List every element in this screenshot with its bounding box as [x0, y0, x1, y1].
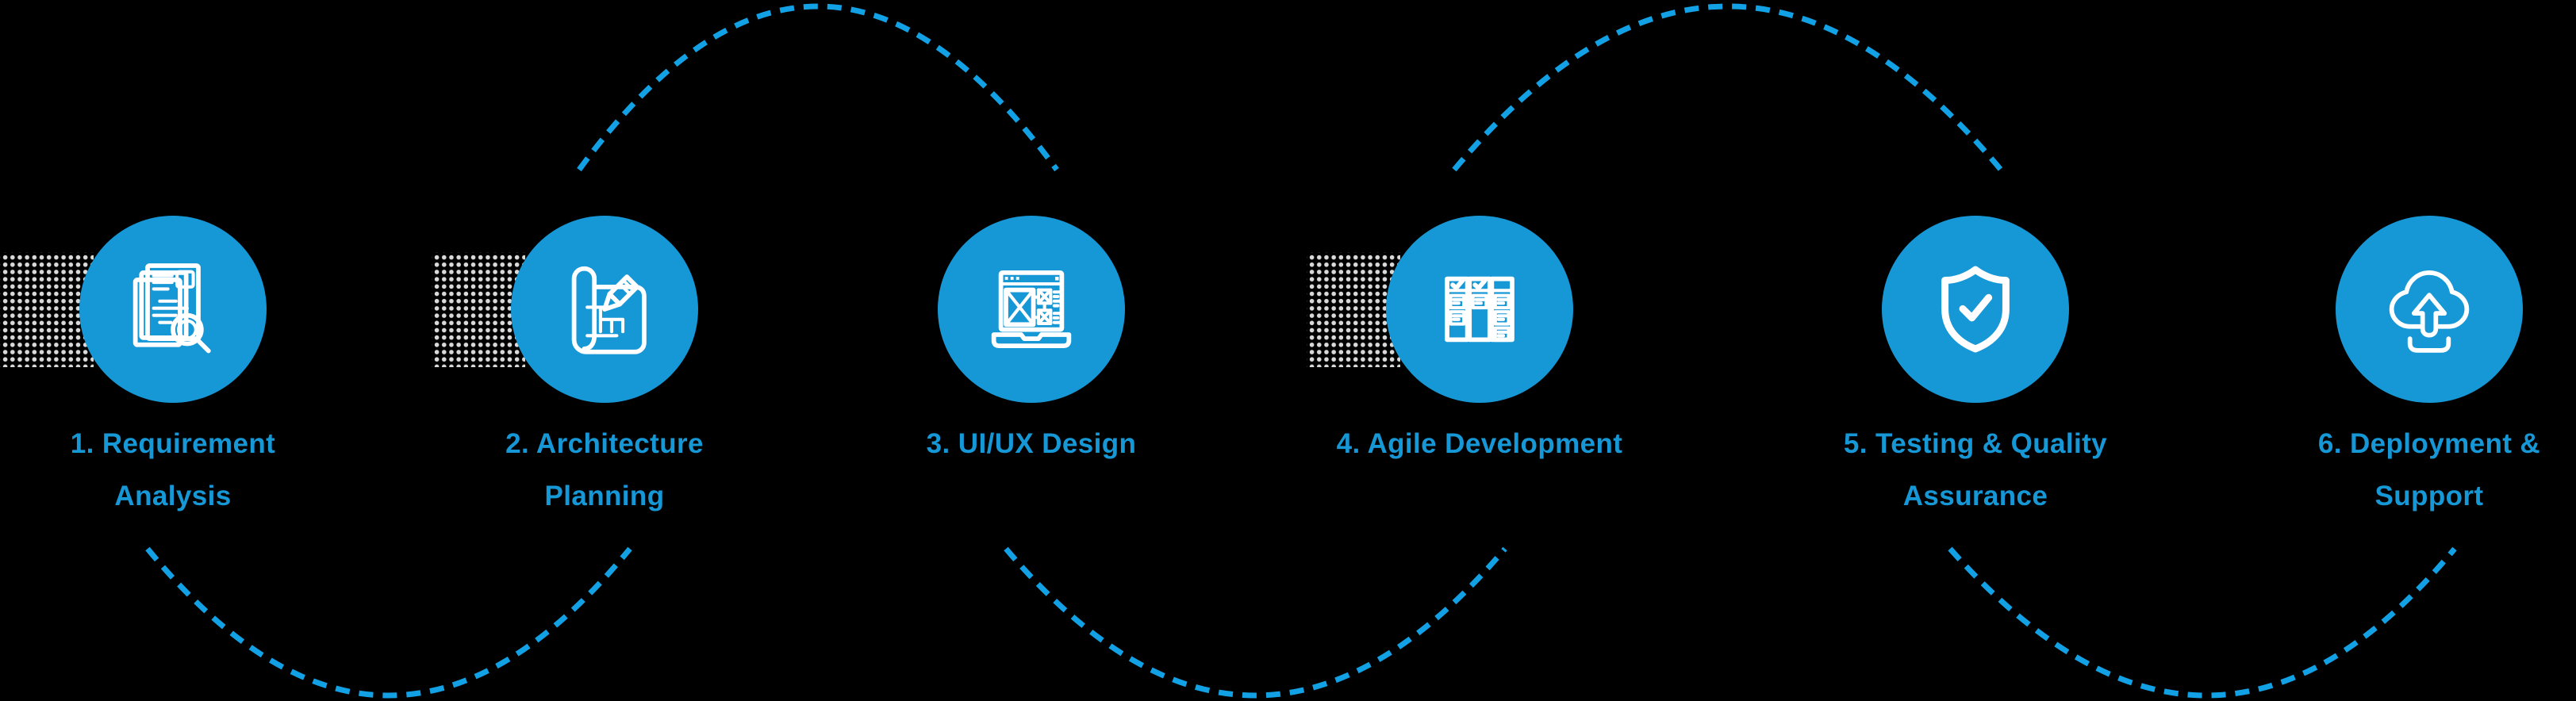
step-3-circle [938, 216, 1125, 403]
step-1-circle [79, 216, 267, 403]
connector-arc-1-2-below [145, 546, 632, 699]
step-2-label: 2. Architecture Planning [406, 418, 803, 523]
step-5-label-line-2: Assurance [1902, 481, 2048, 511]
step-1-label-line-1: 1. Requirement [70, 428, 276, 459]
step-5-label-line-1: 5. Testing & Quality [1843, 428, 2108, 459]
wireframe-laptop-icon [991, 270, 1072, 348]
step-3-uiux-design: 3. UI/UX Design [833, 216, 1230, 470]
step-6-circle [2336, 216, 2523, 403]
halftone-dots-pattern [0, 252, 94, 367]
step-6-label-line-1: 6. Deployment & [2317, 428, 2541, 459]
step-1-requirement-analysis: 1. Requirement Analysis [0, 216, 371, 523]
step-4-label: 4. Agile Development [1281, 418, 1678, 470]
step-6-label-line-2: Support [2374, 481, 2484, 511]
blueprint-pencil-icon [571, 266, 647, 354]
shield-check-icon [1941, 266, 2010, 353]
cloud-upload-icon [2389, 270, 2470, 353]
halftone-dots-pattern [432, 252, 525, 367]
step-5-testing-quality-assurance: 5. Testing & Quality Assurance [1777, 216, 2174, 523]
step-3-label: 3. UI/UX Design [833, 418, 1230, 470]
step-1-label-line-2: Analysis [114, 481, 232, 511]
document-search-icon [132, 263, 211, 354]
step-6-label: 6. Deployment & Support [2231, 418, 2576, 523]
connector-arc-5-6-below [1948, 546, 2457, 699]
step-2-label-line-2: Planning [544, 481, 665, 511]
halftone-dots-pattern [1307, 252, 1400, 367]
connector-arc-4-5-above [1452, 3, 2003, 172]
step-4-agile-development: 4. Agile Development [1281, 216, 1678, 470]
step-5-circle [1882, 216, 2069, 403]
connector-arc-2-3-above [577, 3, 1059, 172]
kanban-board-icon [1445, 276, 1515, 343]
step-6-deployment-support: 6. Deployment & Support [2231, 216, 2576, 523]
step-2-circle [511, 216, 698, 403]
step-3-label-line-1: 3. UI/UX Design [926, 428, 1137, 459]
step-4-circle [1386, 216, 1573, 403]
connector-arc-3-4-below [1004, 546, 1507, 699]
step-4-label-line-1: 4. Agile Development [1336, 428, 1623, 459]
step-1-label: 1. Requirement Analysis [0, 418, 371, 523]
step-2-architecture-planning: 2. Architecture Planning [406, 216, 803, 523]
step-5-label: 5. Testing & Quality Assurance [1777, 418, 2174, 523]
step-2-label-line-1: 2. Architecture [505, 428, 704, 459]
